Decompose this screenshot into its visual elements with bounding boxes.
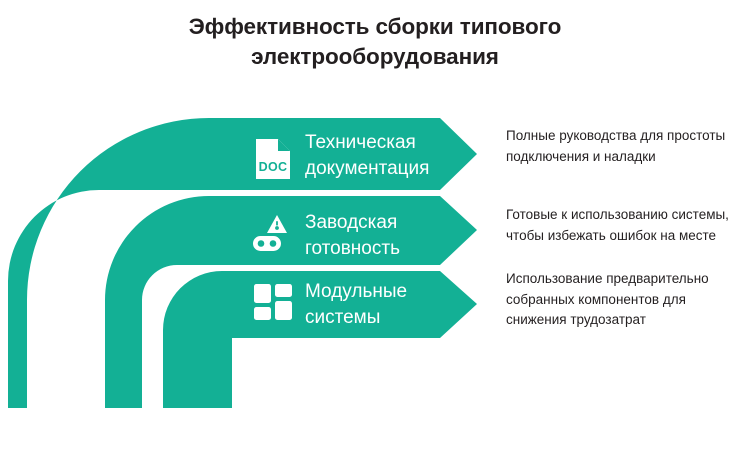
description-modular-systems: Использование предварительно собранных к… bbox=[506, 271, 709, 328]
document-doc-icon: DOC bbox=[256, 139, 290, 179]
banner-label-factory-readiness: Заводская готовность bbox=[305, 212, 400, 260]
banner-label-technical-documentation: Техническая документация bbox=[305, 132, 430, 180]
factory-icon bbox=[253, 215, 287, 251]
ribbon-band-3 bbox=[163, 271, 477, 408]
modular-blocks-icon bbox=[254, 284, 292, 320]
ribbon-band-2 bbox=[105, 196, 477, 408]
banner-label-modular-systems: Модульные системы bbox=[305, 281, 408, 329]
page-title: Эффективность сборки типового электрообо… bbox=[188, 14, 562, 69]
ribbon-band-1 bbox=[8, 118, 477, 408]
svg-text:DOC: DOC bbox=[259, 160, 288, 174]
description-factory-readiness: Готовые к использованию системы, чтобы и… bbox=[506, 207, 729, 243]
description-technical-documentation: Полные руководства для простоты подключе… bbox=[506, 128, 726, 164]
